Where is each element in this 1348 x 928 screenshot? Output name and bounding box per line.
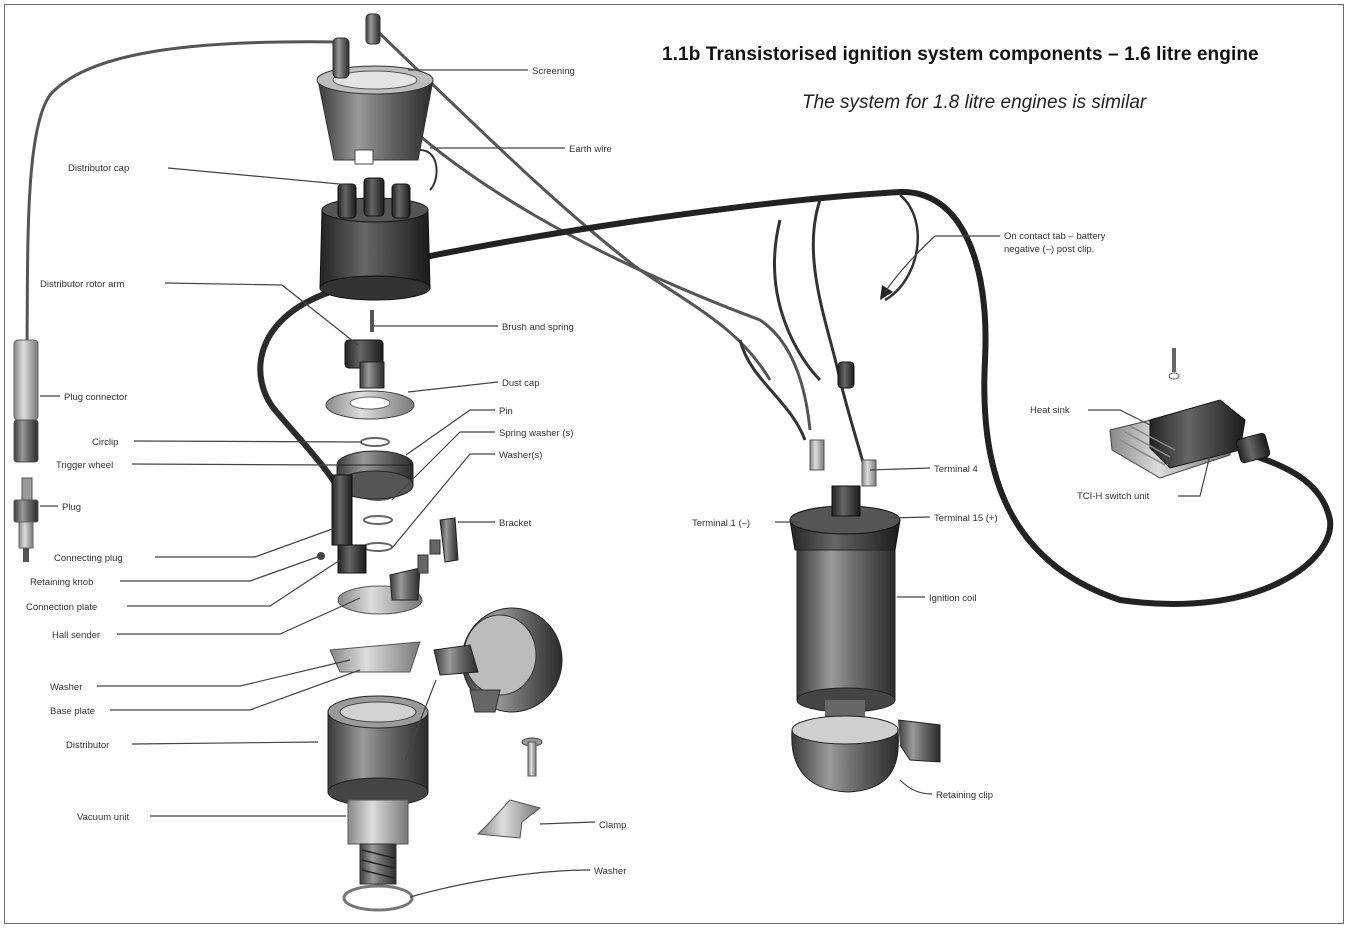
label-washers: Washer(s) [499,450,542,461]
label-plug-connector: Plug connector [64,392,127,403]
vacuum-unit-part [433,607,563,713]
label-contact-tab-line1: On contact tab – battery [1004,231,1106,242]
ht-leads [25,24,1334,607]
label-heat-sink: Heat sink [1030,405,1070,416]
label-hall-sender: Hall sender [52,630,100,641]
ignition-coil-part [789,361,941,793]
label-retaining-clip: Retaining clip [936,790,993,801]
label-screening: Screening [532,66,575,77]
part-labels: Screening Earth wire Distributor cap Dis… [26,66,1150,877]
label-ignition-coil: Ignition coil [929,593,977,604]
label-washer-bottom: Washer [594,866,626,877]
label-contact-tab-line2: negative (–) post clip. [1004,244,1094,255]
tci-h-switch-unit-part [1109,348,1271,479]
screening-part [316,13,438,191]
spark-plug-assembly [13,339,39,562]
label-plug: Plug [62,502,81,513]
label-clamp: Clamp [599,820,626,831]
label-distributor: Distributor [66,740,109,751]
label-vacuum-unit: Vacuum unit [77,812,129,823]
figure-frame [4,4,1344,924]
label-trigger-wheel: Trigger wheel [56,460,113,471]
distributor-cap-part [319,177,431,301]
label-dust-cap: Dust cap [502,378,540,389]
label-terminal-1: Terminal 1 (–) [692,518,750,529]
label-distributor-cap: Distributor cap [68,163,129,174]
trigger-wheel-part [317,450,459,673]
label-bracket: Bracket [499,518,532,529]
leader-lines [40,69,1211,898]
label-washer: Washer [50,682,82,693]
label-connecting-plug: Connecting plug [54,553,123,564]
figure-title: 1.1b Transistorised ignition system comp… [662,44,1259,65]
label-connection-plate: Connection plate [26,602,97,613]
label-distributor-rotor-arm: Distributor rotor arm [40,279,125,290]
label-circlip: Circlip [92,437,118,448]
distributor-body-part [327,695,429,912]
label-earth-wire: Earth wire [569,144,612,155]
label-terminal-15: Terminal 15 (+) [934,513,998,524]
contact-tab-arrow [880,235,936,300]
clamp-part [476,737,543,839]
label-terminal-4: Terminal 4 [934,464,978,475]
label-spring-washer: Spring washer (s) [499,428,573,439]
label-brush-and-spring: Brush and spring [502,322,574,333]
label-pin: Pin [499,406,513,417]
label-tci-h-switch-unit: TCI-H switch unit [1077,491,1150,502]
label-base-plate: Base plate [50,706,95,717]
figure-subtitle: The system for 1.8 litre engines is simi… [802,92,1147,113]
label-retaining-knob: Retaining knob [30,577,93,588]
